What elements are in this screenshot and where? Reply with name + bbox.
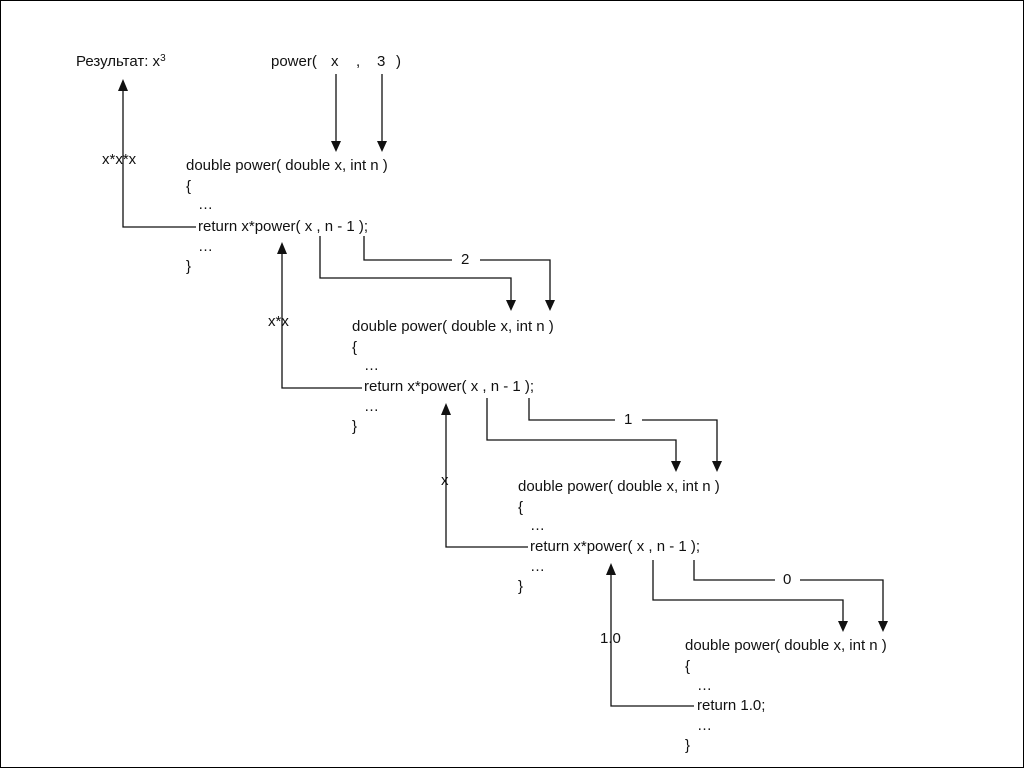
returned-value-level-4: 1.0	[600, 630, 621, 647]
return-line-level-1: return x*power( x , n - 1 );	[198, 218, 369, 235]
return-path-level-2	[281, 252, 362, 389]
dots-before-level-3: …	[530, 517, 545, 534]
x-pass-arrowhead-level-3	[671, 461, 681, 472]
n-pass-path-level-3-b	[642, 419, 718, 463]
dots-after-level-2: …	[364, 398, 379, 415]
x-pass-arrowhead-level-4	[838, 621, 848, 632]
return-path-level-4	[610, 573, 694, 707]
close-brace-level-4: }	[685, 737, 691, 754]
call-arg-n: 3	[377, 53, 386, 70]
return-arrow-level-4	[606, 563, 694, 707]
n-pass-path-level-2-a	[363, 236, 452, 261]
return-arrowhead-level-1	[118, 79, 128, 91]
return-arrowhead-level-3	[441, 403, 451, 415]
open-brace-level-3: {	[518, 499, 524, 516]
n-pass-arrowhead-level-4	[878, 621, 888, 632]
signature-level-3: double power( double x, int n )	[518, 478, 720, 495]
initial-call-arrows	[331, 74, 387, 152]
return-path-level-1	[122, 89, 196, 228]
signature-level-2: double power( double x, int n )	[352, 318, 554, 335]
passed-n-level-2: 2	[461, 251, 470, 268]
return-path-level-3	[445, 413, 528, 548]
n-pass-arrowhead-level-2	[545, 300, 555, 311]
call-arg-x: x	[331, 53, 339, 70]
x-pass-path-level-2	[319, 236, 512, 302]
dots-after-level-3: …	[530, 558, 545, 575]
returned-value-level-1: x*x*x	[102, 151, 137, 168]
dots-before-level-4: …	[697, 677, 712, 694]
signature-level-1: double power( double x, int n )	[186, 157, 388, 174]
open-brace-level-4: {	[685, 658, 691, 675]
returned-value-level-2: x*x	[268, 313, 289, 330]
open-brace-level-2: {	[352, 339, 358, 356]
result-exponent: 3	[160, 53, 166, 64]
x-pass-arrowhead-level-2	[506, 300, 516, 311]
return-arrow-level-1	[118, 79, 196, 228]
call-arrows-level-4	[652, 560, 888, 632]
n-pass-path-level-3-a	[528, 398, 615, 421]
returned-value-level-3: x	[441, 472, 449, 489]
return-line-level-4: return 1.0;	[697, 697, 766, 714]
dots-before-level-2: …	[364, 357, 379, 374]
n-pass-path-level-2-b	[480, 259, 551, 302]
passed-n-level-3: 1	[624, 411, 633, 428]
arg-n-arrowhead	[377, 141, 387, 152]
return-arrow-level-3	[441, 403, 528, 548]
close-brace-level-1: }	[186, 258, 192, 275]
result-label: Результат: x3	[76, 53, 166, 70]
close-brace-level-3: }	[518, 578, 524, 595]
call-prefix: power(	[271, 53, 317, 70]
call-comma: ,	[356, 53, 361, 70]
call-suffix: )	[396, 53, 401, 70]
call-arrows-level-2	[319, 236, 555, 311]
return-arrow-level-2	[277, 242, 362, 389]
signature-level-4: double power( double x, int n )	[685, 637, 887, 654]
dots-before-level-1: …	[198, 196, 213, 213]
n-pass-path-level-4-a	[693, 560, 775, 581]
x-pass-path-level-4	[652, 560, 844, 623]
passed-n-level-4: 0	[783, 571, 792, 588]
call-arrows-level-3	[486, 398, 722, 472]
dots-after-level-4: …	[697, 717, 712, 734]
n-pass-arrowhead-level-3	[712, 461, 722, 472]
return-line-level-3: return x*power( x , n - 1 );	[530, 538, 701, 555]
close-brace-level-2: }	[352, 418, 358, 435]
dots-after-level-1: …	[198, 238, 213, 255]
x-pass-path-level-3	[486, 398, 677, 463]
return-arrowhead-level-2	[277, 242, 287, 254]
n-pass-path-level-4-b	[800, 579, 884, 623]
arg-x-arrowhead	[331, 141, 341, 152]
return-line-level-2: return x*power( x , n - 1 );	[364, 378, 535, 395]
return-arrowhead-level-4	[606, 563, 616, 575]
open-brace-level-1: {	[186, 178, 192, 195]
